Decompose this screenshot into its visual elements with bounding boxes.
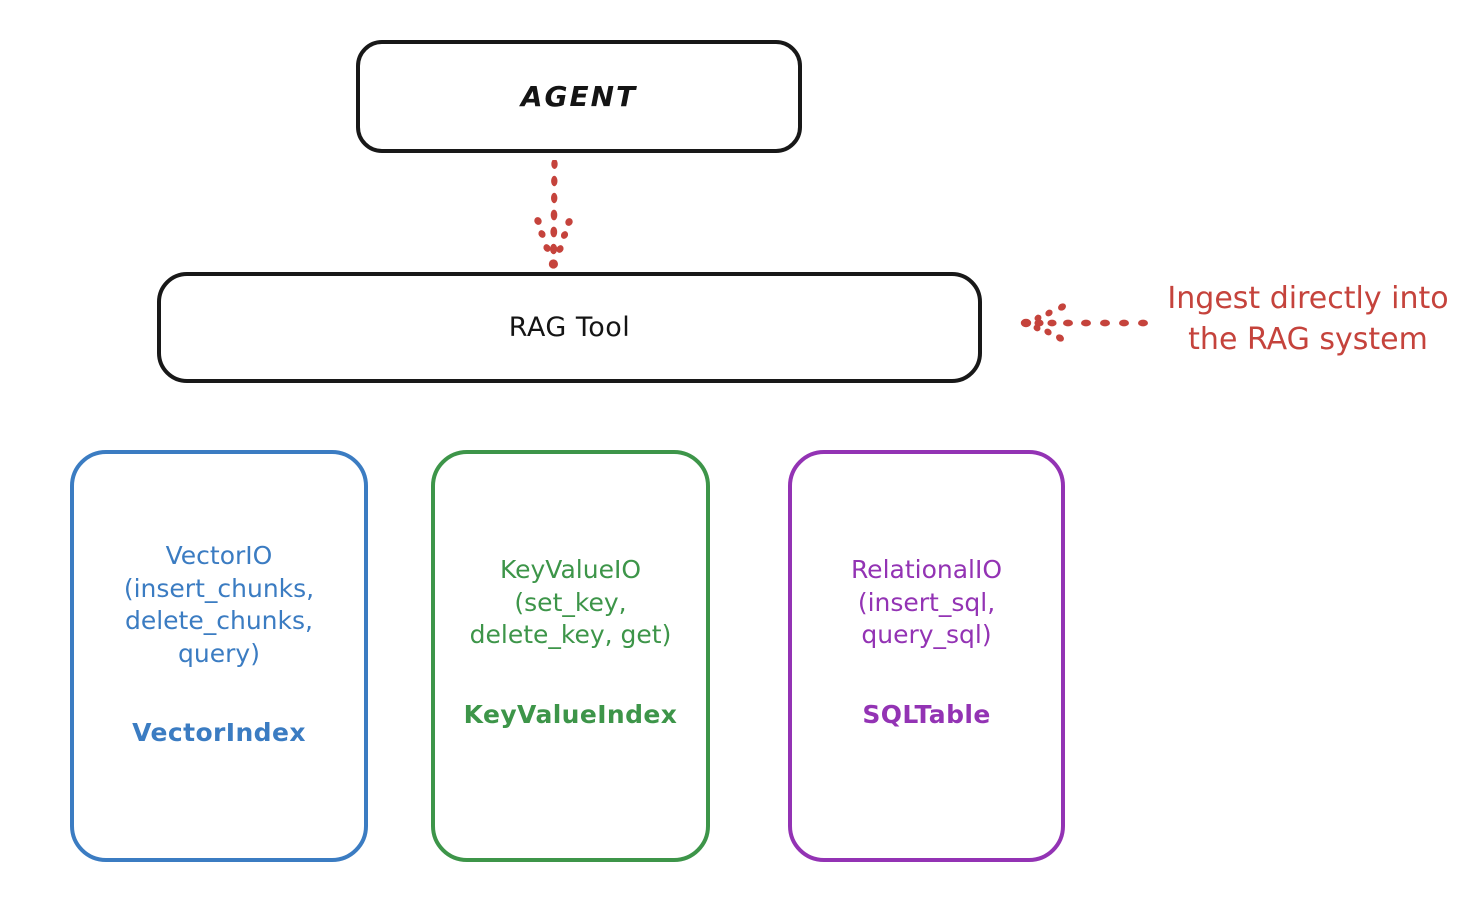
vector-io-index-label: VectorIndex (132, 718, 306, 747)
node-rag-tool-label: RAG Tool (508, 312, 631, 343)
relational-io-index-label: SQLTable (862, 699, 991, 729)
vector-io-api-label: VectorIO (insert_chunks, delete_chunks, … (123, 541, 315, 668)
node-relational-io[interactable]: RelationalIO (insert_sql, query_sql) SQL… (788, 450, 1065, 862)
connector-ingest-note-to-rag-tool (1020, 303, 1148, 342)
node-agent[interactable]: AGENT (356, 40, 802, 153)
node-vector-io[interactable]: VectorIO (insert_chunks, delete_chunks, … (70, 450, 368, 862)
connector-agent-to-rag-tool (534, 160, 573, 269)
node-rag-tool[interactable]: RAG Tool (157, 272, 982, 383)
annotation-ingest-note: Ingest directly into the RAG system (1167, 281, 1449, 358)
key-value-io-content: KeyValueIO (set_key, delete_key, get) Ke… (435, 454, 706, 729)
relational-io-api-label: RelationalIO (insert_sql, query_sql) (850, 555, 1003, 649)
key-value-io-index-label: KeyValueIndex (463, 699, 678, 729)
relational-io-content: RelationalIO (insert_sql, query_sql) SQL… (792, 454, 1061, 729)
key-value-io-api-label: KeyValueIO (set_key, delete_key, get) (469, 555, 672, 649)
node-key-value-io[interactable]: KeyValueIO (set_key, delete_key, get) Ke… (431, 450, 710, 862)
node-agent-label: AGENT (520, 80, 638, 113)
vector-io-content: VectorIO (insert_chunks, delete_chunks, … (74, 454, 364, 747)
